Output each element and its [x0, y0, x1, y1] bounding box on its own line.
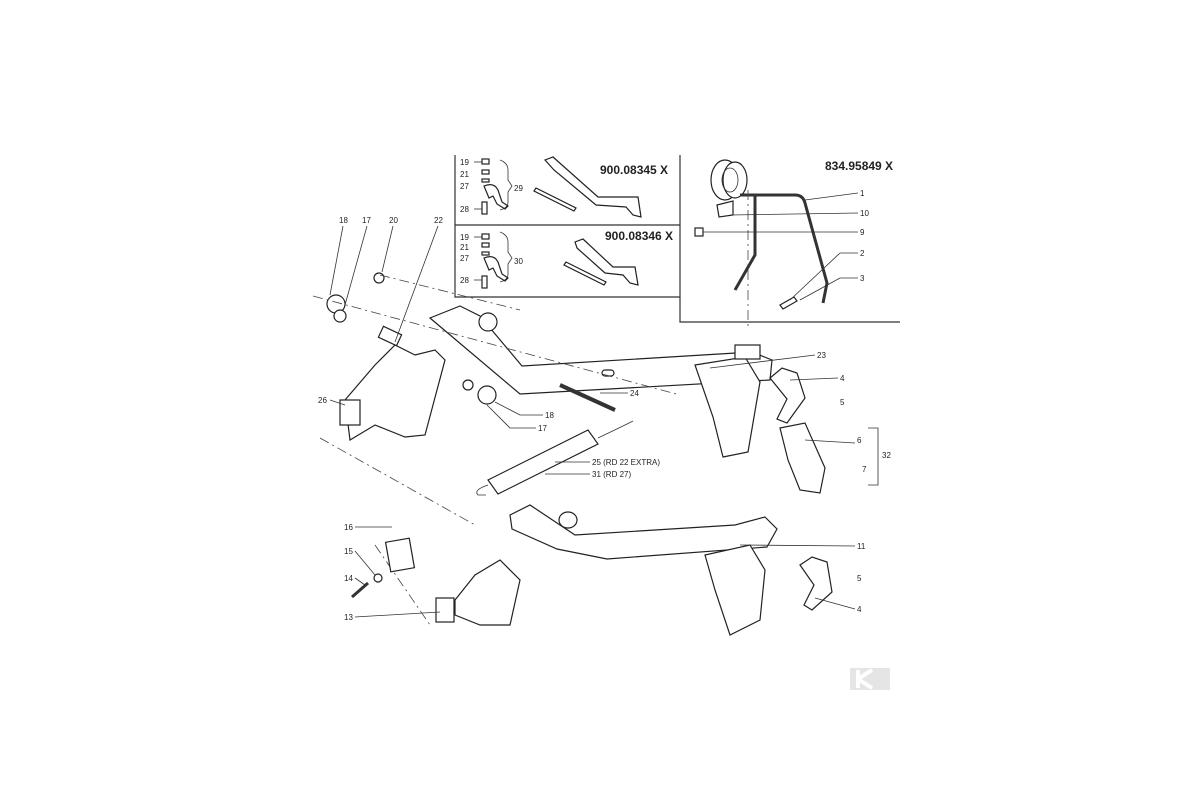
label-25: 25 (RD 22 EXTRA): [592, 458, 660, 467]
bolt-24: [559, 383, 616, 412]
label-27: 27: [460, 182, 469, 191]
kit-code-1: 900.08345 X: [600, 163, 668, 177]
label-19: 19: [460, 233, 469, 242]
label-10: 10: [860, 209, 869, 218]
label-18: 18: [545, 411, 554, 420]
clamp-kit-2: [481, 231, 639, 289]
label-31: 31 (RD 27): [592, 470, 631, 479]
label-21: 21: [460, 170, 469, 179]
label-21: 21: [460, 243, 469, 252]
label-14: 14: [344, 574, 353, 583]
label-6: 6: [857, 436, 862, 445]
label-4: 4: [857, 605, 862, 614]
label-26: 26: [318, 396, 327, 405]
label-1: 1: [860, 189, 865, 198]
label-13: 13: [344, 613, 353, 622]
label-29: 29: [514, 184, 523, 193]
brand-logo-watermark: [850, 668, 890, 690]
tine-code: 834.95849 X: [825, 159, 893, 173]
spring-tine: [694, 159, 829, 330]
label-17: 17: [538, 424, 547, 433]
label-28: 28: [460, 276, 469, 285]
leader-lines: [329, 161, 879, 618]
clamp-kit-1: [481, 156, 642, 218]
label-20: 20: [389, 216, 398, 225]
label-18: 18: [339, 216, 348, 225]
label-19: 19: [460, 158, 469, 167]
label-22: 22: [434, 216, 443, 225]
label-32: 32: [882, 451, 891, 460]
label-9: 9: [860, 228, 865, 237]
label-15: 15: [344, 547, 353, 556]
frame-upper: [428, 305, 826, 494]
label-5: 5: [857, 574, 862, 583]
label-17: 17: [362, 216, 371, 225]
frame-lower: [351, 504, 833, 636]
part-labels: 19 21 27 28 29 19 21 27 28 30 1 10 9 2 3…: [318, 158, 891, 622]
label-3: 3: [860, 274, 865, 283]
label-24: 24: [630, 389, 639, 398]
tension-spring: [476, 420, 634, 496]
label-30: 30: [514, 257, 523, 266]
label-4: 4: [840, 374, 845, 383]
label-23: 23: [817, 351, 826, 360]
label-16: 16: [344, 523, 353, 532]
label-11: 11: [857, 542, 866, 551]
label-5: 5: [840, 398, 845, 407]
label-27: 27: [460, 254, 469, 263]
kit-inset-boxes: [454, 155, 900, 323]
assembly-lines: [312, 274, 681, 626]
label-28: 28: [460, 205, 469, 214]
label-2: 2: [860, 249, 865, 258]
kit-code-2: 900.08346 X: [605, 229, 673, 243]
label-7: 7: [862, 465, 867, 474]
